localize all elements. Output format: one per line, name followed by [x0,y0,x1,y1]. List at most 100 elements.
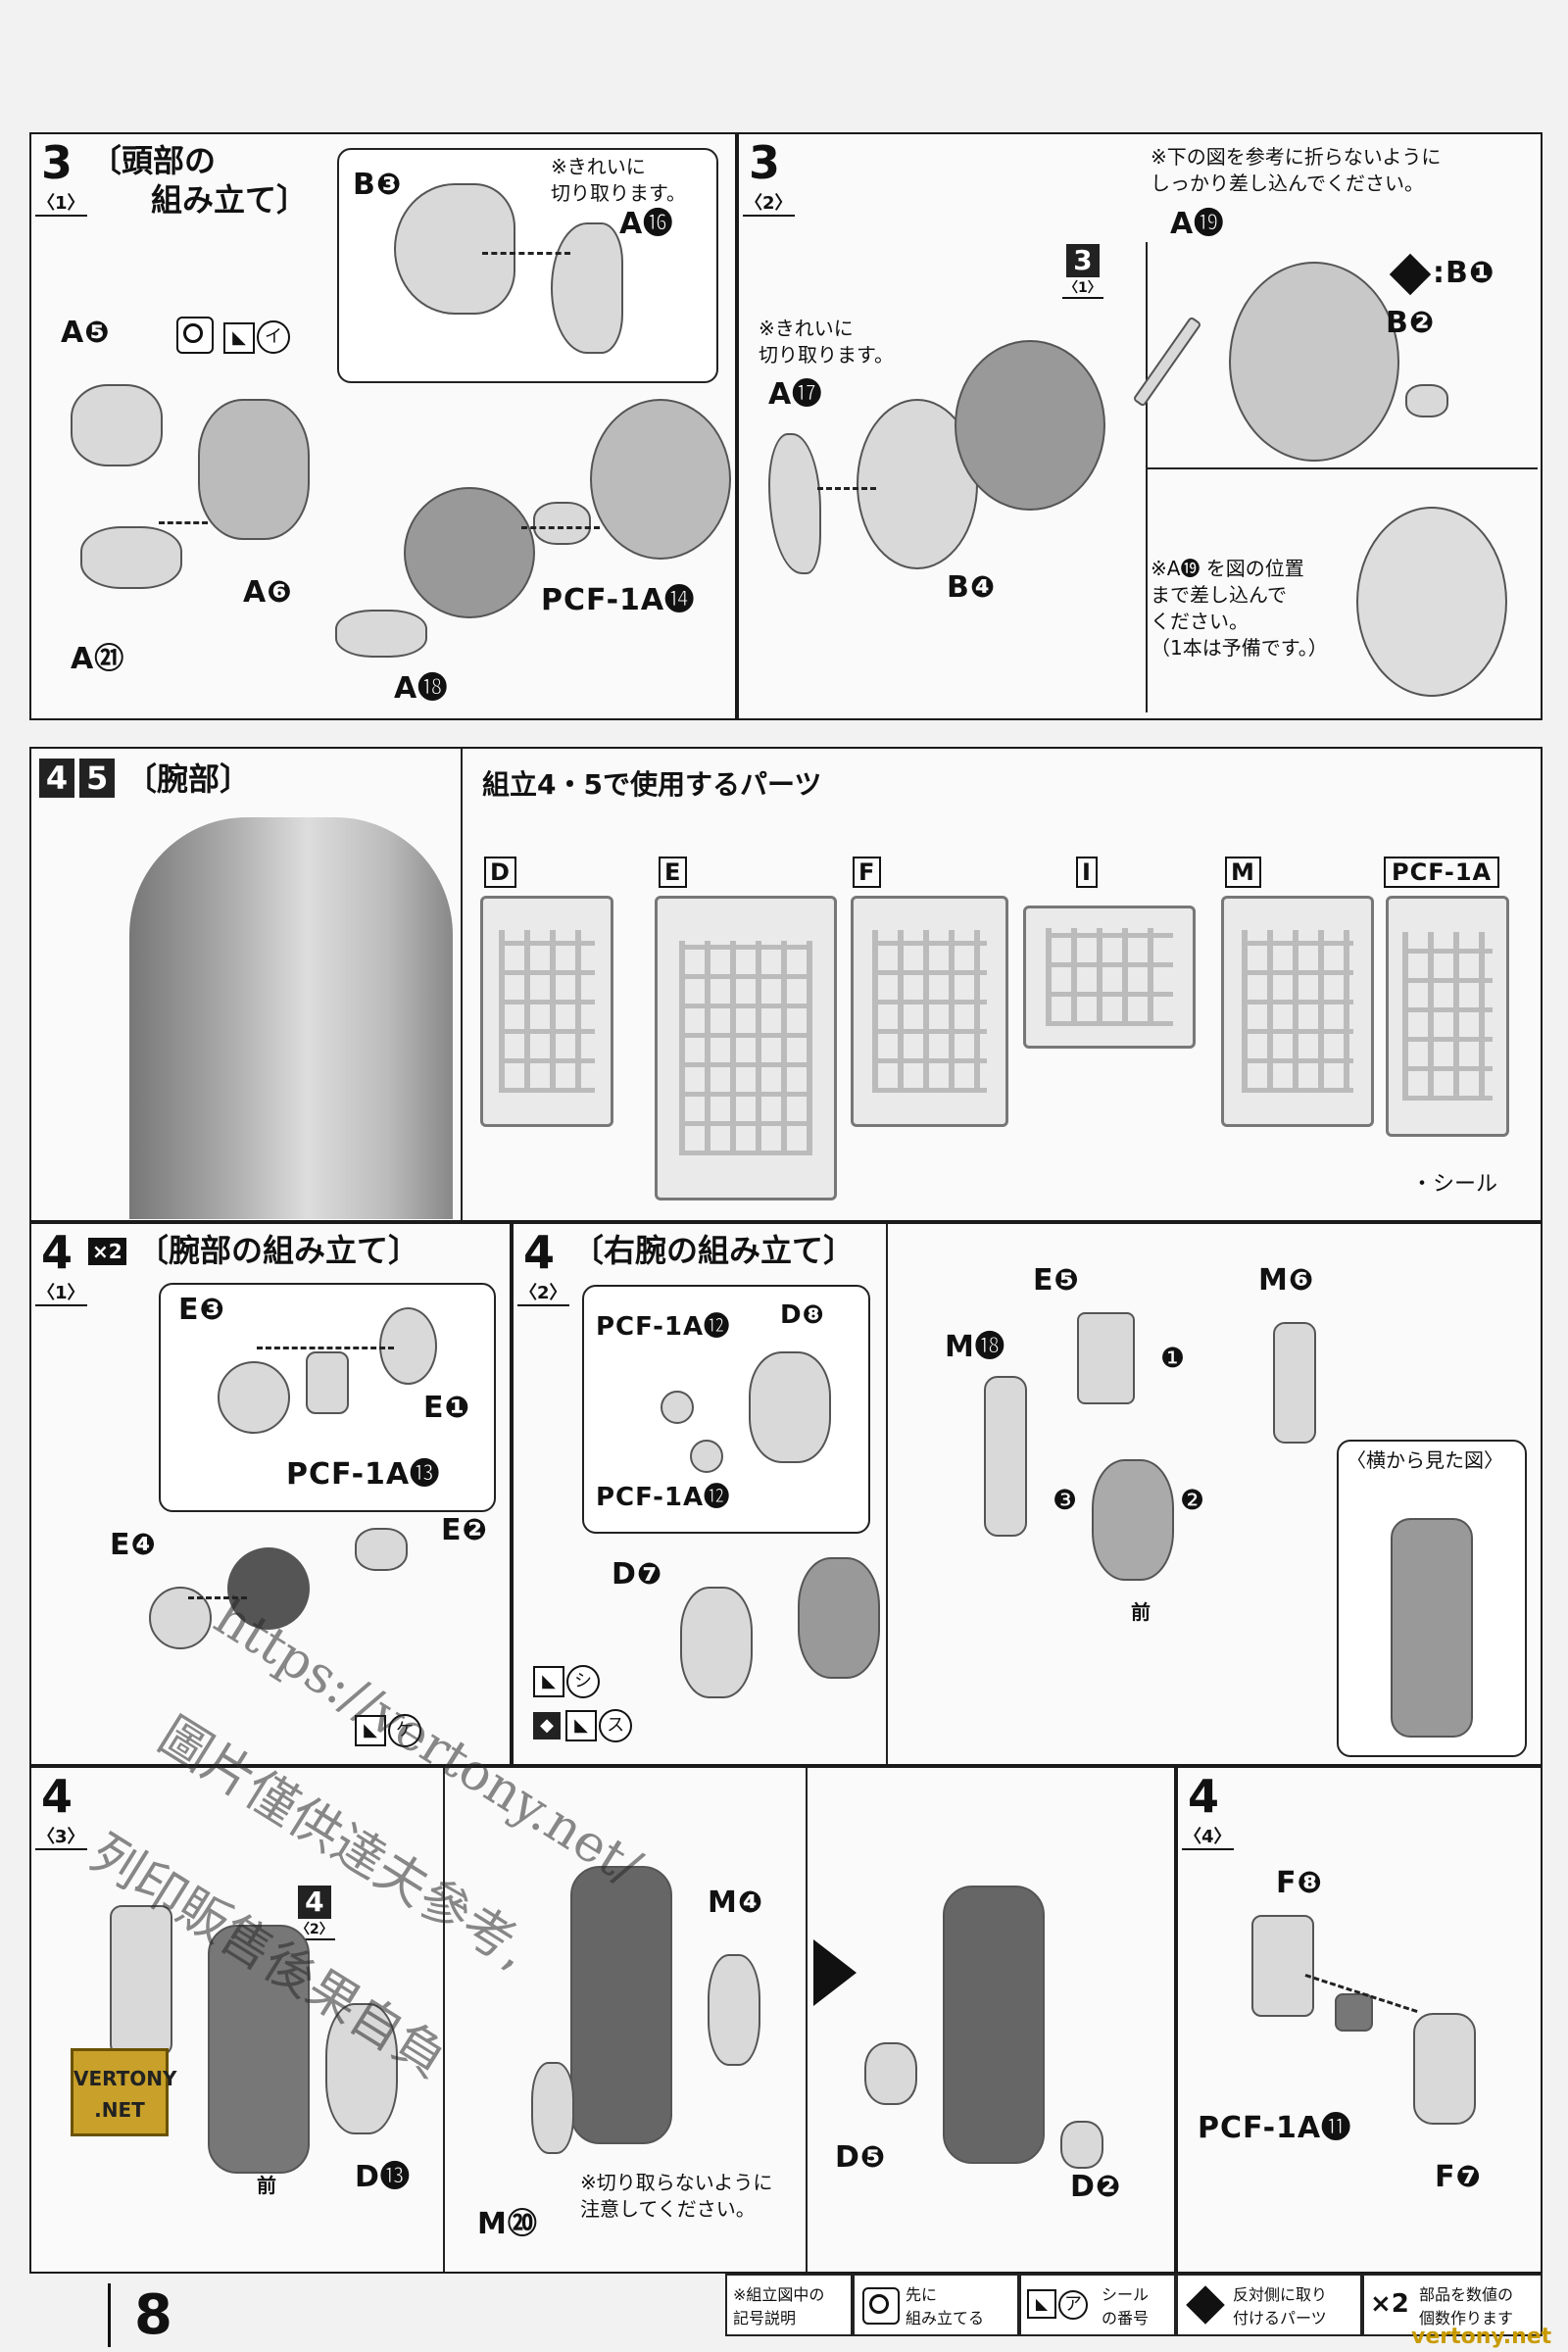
antenna-part [1132,316,1202,408]
times-badge: ×2 [88,1238,126,1265]
step-number: 4 [41,1226,74,1279]
position-note: ※A⓳ を図の位置 まで差し込んで ください。 （1本は予備です。） [1151,557,1328,660]
label-e4: E❹ [110,1528,157,1562]
label-e3: E❸ [178,1293,225,1327]
step-sub: 〈2〉 [517,1279,569,1306]
next-arrow-icon [813,1939,857,2006]
label-b3: B❸ [353,168,403,202]
step4-4-panel: 4 〈4〉 F❽ PCF-1A⓫ F❼ [1176,1766,1543,2274]
ref-step-sub: 〈2〉 [294,1919,335,1940]
sticker-icon-shi: ◣シ [533,1665,600,1698]
arm-inner-part [110,1905,172,2056]
step-number: 4 [41,1770,74,1823]
step-sub: 〈3〉 [35,1823,87,1850]
label-d7: D❼ [612,1557,663,1592]
step-marker-1: ❶ [1160,1342,1186,1374]
sticker-shi: シ [566,1665,600,1698]
completed-arm-part [943,1886,1045,2164]
label-b2: B❷ [1386,306,1436,340]
divider-horizontal [1146,467,1538,469]
legend-multiply: ×2 部品を数値の 個数作ります [1362,2274,1543,2336]
label-e1: E❶ [423,1391,470,1425]
sticker-icon: ◣ケ [355,1714,421,1747]
chin-part-a18 [335,610,427,658]
assembly-line [257,1347,394,1349]
label-a19: A⓳ [1170,207,1225,241]
legend-mirror: 反対側に取り 付けるパーツ [1176,2274,1362,2336]
part-d13 [325,2003,398,2134]
runner-label-i: I [1076,857,1098,888]
label-a18: A⓲ [394,671,449,706]
figure-photo [129,817,453,1219]
step-sub: 〈1〉 [35,189,87,217]
sticker-icon-su: ◆ ◣ス [533,1709,633,1742]
sticker-i: イ [257,320,290,354]
legend-title-text: ※組立図中の 記号説明 [733,2285,825,2328]
first-assemble-icon [176,317,214,354]
step4-2-panel: 4 〈2〉 〔右腕の組み立て〕 PCF-1A⓬ D❽ PCF-1A⓬ D❼ ◣シ… [512,1222,1543,1766]
helmet-visor-part [551,222,623,354]
head-sphere [955,340,1105,511]
sticker-icon: ◣イ [223,320,290,354]
parts-header: 組立4・5で使用するパーツ [482,768,822,801]
label-e5: E❺ [1033,1263,1080,1298]
divider-vertical [1146,242,1148,712]
side-view-hand [1391,1518,1473,1738]
legend-mirror-text: 反対側に取り 付けるパーツ [1233,2285,1328,2328]
part-f7 [1413,2013,1476,2125]
ref-step-number: 3 [1065,244,1100,277]
runner-i [1023,906,1196,1049]
runner-label-d: D [484,857,516,888]
hand-inner-part [798,1557,880,1679]
face-part-a6 [198,399,310,540]
label-f7: F❼ [1435,2160,1482,2194]
runner-e [655,896,837,1200]
ref-step-badge: 4 〈2〉 [294,1886,335,1940]
label-d5: D❺ [835,2140,887,2175]
sticker-ke: ケ [388,1714,421,1747]
label-m4: M❹ [708,1886,764,1920]
runner-label-f: F [853,857,882,888]
face-part-a5 [71,384,163,466]
first-assemble-icon [862,2287,900,2325]
front-label: 前 [1131,1600,1152,1624]
label-pcf1a14: PCF-1A⓮ [541,583,696,617]
label-pcf11: PCF-1A⓫ [1198,2111,1352,2145]
step-sub: 〈4〉 [1182,1823,1234,1850]
part-m18 [984,1376,1027,1537]
sticker-su: ス [599,1709,633,1742]
front-label: 前 [257,2174,277,2197]
times-badge: ×2 [1370,2289,1409,2319]
assembly-line [521,526,600,529]
step-sub: 〈2〉 [743,189,795,217]
step-number: 3 [749,136,781,189]
label-b4: B❹ [947,570,997,605]
seal-note: ・シール [1411,1172,1498,1197]
helmet-shell-part [394,183,515,315]
part-b2 [1405,384,1448,417]
label-d13: D⓭ [355,2160,411,2194]
legend-first-assemble: 先に 組み立てる [853,2274,1019,2336]
part-e1 [379,1307,437,1385]
arm-parts-panel: 4 5 〔腕部〕 組立4・5で使用するパーツ D E F I M PCF-1A … [29,747,1543,1222]
mirror-label: :B❶ [1433,256,1495,290]
section-title: 〔腕部〕 [125,760,252,798]
step-title-line2: 組み立て〕 [151,181,309,219]
part-d7 [680,1587,753,1698]
figure-divider [461,749,463,1220]
part-pcf13 [306,1351,349,1414]
label-f8: F❽ [1276,1866,1323,1900]
mirror-icon [1186,2285,1225,2325]
step-number: 4 [1188,1770,1220,1823]
label-d8: D❽ [780,1300,825,1330]
inner-part-pcf14 [533,502,591,545]
legend-title: ※組立図中の 記号説明 [725,2274,853,2336]
part-f8 [1251,1915,1314,2017]
legend-multiply-text: 部品を数値の 個数作ります [1419,2285,1514,2328]
part-d5 [864,2042,917,2105]
runner-m [1221,896,1374,1127]
part-m4 [708,1954,760,2066]
part-e5 [1077,1312,1135,1404]
step-marker-2: ❷ [1180,1484,1205,1516]
page-number: 8 [108,2283,172,2347]
